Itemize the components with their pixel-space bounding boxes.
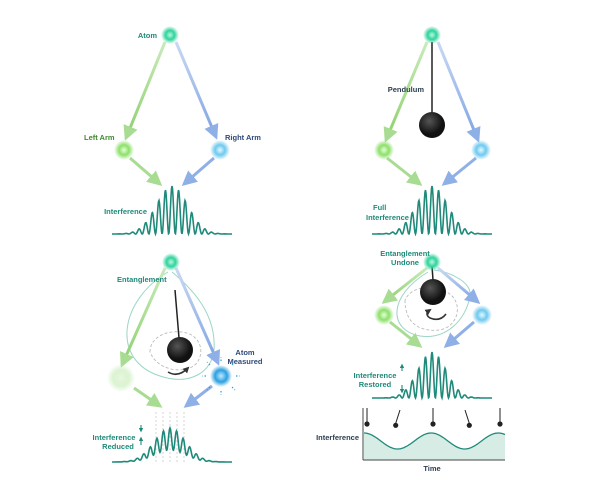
- full-interference-label-line2: Interference: [366, 213, 409, 222]
- pendulum-bob: [167, 337, 193, 363]
- right-path-arrow: [174, 267, 221, 366]
- atom-measured-label-line1: Atom: [235, 348, 254, 357]
- pendulum-snapshot: [464, 409, 472, 428]
- interference-wave: [372, 351, 492, 401]
- right-path-arrow: [437, 266, 481, 304]
- entanglement-label: Entanglement: [117, 275, 167, 284]
- pendulum-snapshot: [497, 408, 503, 427]
- pendulum-bob: [420, 279, 446, 305]
- left-merge-arrow: [133, 386, 163, 408]
- atom-source: [423, 26, 441, 44]
- interference-restored-label-line1: Interference: [354, 371, 397, 380]
- right-merge-arrow: [443, 320, 475, 348]
- left-merge-arrow: [389, 320, 423, 348]
- interference-wave: [112, 185, 232, 237]
- pendulum-bob: [419, 112, 445, 138]
- pendulum-swing-arrow: [167, 366, 190, 376]
- pendulum-return-arrow: [424, 308, 447, 321]
- panel-b: Pendulum Full Interference: [366, 26, 492, 237]
- entanglement-undone-label-line2: Undone: [391, 258, 419, 267]
- left-path-arrow: [381, 266, 428, 304]
- left-path-arrow: [120, 267, 167, 368]
- interference-wave: [112, 425, 232, 463]
- pendulum-snapshot: [393, 409, 401, 428]
- entanglement-loop: [396, 269, 471, 337]
- left-arm-label: Left Arm: [84, 133, 115, 142]
- left-arm-atom: [114, 140, 134, 160]
- right-merge-arrow: [441, 156, 477, 186]
- plot-y-label: Interference: [316, 433, 359, 442]
- right-arm-atom: [471, 140, 491, 160]
- panel-d: Entanglement Undone Interference Restore…: [316, 249, 506, 473]
- interference-wave: [372, 185, 492, 237]
- pendulum-snapshot: [430, 408, 436, 427]
- panel-a: Atom Left Arm Right Arm Interference: [84, 26, 261, 237]
- left-merge-arrow: [386, 156, 423, 186]
- plot-x-label: Time: [423, 464, 440, 473]
- entanglement-undone-label-line1: Entanglement: [380, 249, 430, 258]
- left-merge-arrow: [129, 156, 163, 186]
- right-path-arrow: [174, 41, 219, 140]
- pendulum-label: Pendulum: [388, 85, 425, 94]
- measured-atom: [202, 357, 240, 395]
- atom-label: Atom: [138, 31, 157, 40]
- right-arm-label: Right Arm: [225, 133, 261, 142]
- pendulum-snapshot: [364, 408, 370, 427]
- entanglement-loop-dashed: [149, 331, 202, 371]
- left-arm-atom: [374, 305, 394, 325]
- right-merge-arrow: [181, 156, 215, 186]
- atom-source: [423, 253, 441, 271]
- right-arm-atom: [210, 140, 230, 160]
- reduced-fringe-guides: [155, 412, 185, 462]
- revival-curve: [364, 432, 506, 450]
- fading-left-atom: [107, 364, 135, 392]
- full-interference-label-line1: Full: [373, 203, 386, 212]
- atom-source: [161, 26, 179, 44]
- interference-restored-label-line2: Restored: [359, 380, 392, 389]
- right-merge-arrow: [183, 384, 213, 408]
- left-arm-atom: [374, 140, 394, 160]
- atom-measured-label-line2: Measured: [227, 357, 262, 366]
- right-path-arrow: [436, 41, 481, 143]
- left-path-arrow: [123, 41, 167, 141]
- panel-c: Entanglement Atom Measured Interference …: [93, 253, 263, 463]
- left-path-arrow: [383, 41, 429, 143]
- revival-curve-fill: [364, 433, 505, 460]
- atom-source: [162, 253, 180, 271]
- interference-time-plot: Interference Time: [316, 408, 506, 473]
- right-arm-atom: [472, 305, 492, 325]
- interference-label: Interference: [104, 207, 147, 216]
- interference-reduced-label-line2: Reduced: [102, 442, 134, 451]
- entanglement-loop: [126, 271, 215, 380]
- interference-reduced-label-line1: Interference: [93, 433, 136, 442]
- pendulum-snapshots: [364, 408, 503, 428]
- pendulum-rod: [174, 289, 180, 339]
